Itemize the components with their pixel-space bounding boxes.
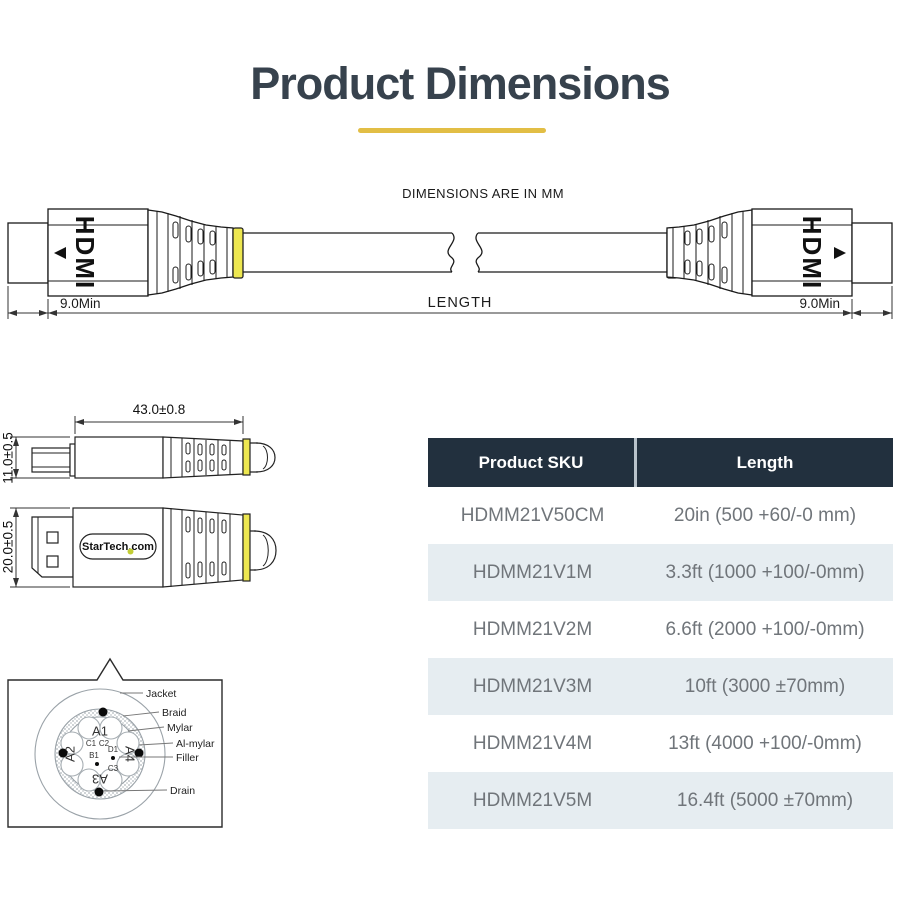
pair-label-a4: A4 [123,746,138,762]
length-dimension-label: LENGTH [428,295,493,311]
sku-length-table: Product SKU Length HDMM21V50CM 20in (500… [428,438,893,829]
table-row: HDMM21V50CM 20in (500 +60/-0 mm) [428,487,893,544]
layer-labels: Jacket Braid Mylar Al-mylar Filler Drain [146,688,215,797]
sku-cell: HDMM21V4M [472,732,593,754]
layer-label-drain: Drain [170,785,195,797]
jacket-circle [34,688,166,820]
page-title: Product Dimensions [250,58,671,109]
left-orientation-arrow-icon [54,247,66,259]
top-view-cable-band [242,438,251,476]
table-row: HDMM21V2M 6.6ft (2000 +100/-0mm) [428,601,893,658]
right-hdmi-label: HDMI [797,216,827,290]
core-label-b1: B1 [89,751,99,760]
layer-label-almylar: Al-mylar [176,738,215,750]
cable-dimensions: 9.0Min LENGTH 9.0Min [7,286,893,319]
top-view-height-dimension: 11.0±0.5 [1,432,16,483]
table-row: HDMM21V1M 3.3ft (1000 +100/-0mm) [428,544,893,601]
table-row: HDMM21V4M 13ft (4000 +100/-0mm) [428,715,893,772]
length-cell: 10ft (3000 ±70mm) [684,675,846,697]
length-cell: 3.3ft (1000 +100/-0mm) [665,561,865,583]
logo-dot-icon [127,548,134,555]
connector-top-view: 43.0±0.8 11.0±0.5 [1,402,276,484]
column-header-length: Length [736,452,794,472]
pair-label-a3: A3 [92,772,108,787]
side-view-height-dimension: 20.0±0.5 [1,521,16,573]
cable-cross-section: A1 A2 A3 A4 C1 C2 D1 B1 C3 [7,657,223,828]
right-hdmi-connector: HDMI [666,208,893,297]
layer-label-mylar: Mylar [167,722,193,734]
length-cell: 16.4ft (5000 ±70mm) [676,789,854,811]
core-label-c2: C2 [99,739,110,748]
side-view-cable-band [242,513,251,582]
core-label-c1: C1 [86,739,97,748]
wire-pairs [60,716,140,792]
right-min-dimension-label: 9.0Min [799,296,840,311]
connector-side-view: 20.0±0.5 StarTech.com [1,507,277,588]
cable-run [243,232,667,273]
sku-cell: HDMM21V3M [472,675,593,697]
layer-label-jacket: Jacket [146,688,176,700]
pair-label-a1: A1 [92,724,108,739]
sku-cell: HDMM21V2M [472,618,593,640]
sku-cell: HDMM21V5M [472,789,593,811]
cable-break-icon [475,232,483,273]
layer-leader-lines [103,692,174,792]
layer-label-filler: Filler [176,752,199,764]
layer-label-braid: Braid [162,707,187,719]
units-note: DIMENSIONS ARE IN MM [402,186,564,201]
drain-wires [58,707,144,797]
top-view-length-dimension: 43.0±0.8 [133,402,185,417]
left-cable-band [232,227,244,279]
table-row: HDMM21V5M 16.4ft (5000 ±70mm) [428,772,893,829]
sku-cell: HDMM21V1M [472,561,593,583]
length-cell: 6.6ft (2000 +100/-0mm) [665,618,865,640]
table-row: HDMM21V3M 10ft (3000 ±70mm) [428,658,893,715]
column-header-product-sku: Product SKU [428,438,637,487]
table-header-row: Product SKU Length [428,438,893,487]
right-orientation-arrow-icon [834,247,846,259]
sku-cell: HDMM21V50CM [460,504,605,526]
startech-logo-text: StarTech.com [82,541,154,553]
core-label-d1: D1 [108,745,119,754]
left-min-dimension-label: 9.0Min [60,296,101,311]
title-underline-accent [358,128,546,133]
core-wire-labels: C1 C2 D1 B1 C3 [86,739,119,773]
startech-logo: StarTech.com [79,533,157,560]
cable-length-diagram: HDMI [7,208,893,319]
cable-break-icon [447,232,455,273]
length-cell: 13ft (4000 +100/-0mm) [668,732,862,754]
length-cell: 20in (500 +60/-0 mm) [673,504,857,526]
left-hdmi-connector: HDMI [7,208,244,297]
core-label-c3: C3 [108,764,119,773]
left-hdmi-label: HDMI [70,216,100,290]
